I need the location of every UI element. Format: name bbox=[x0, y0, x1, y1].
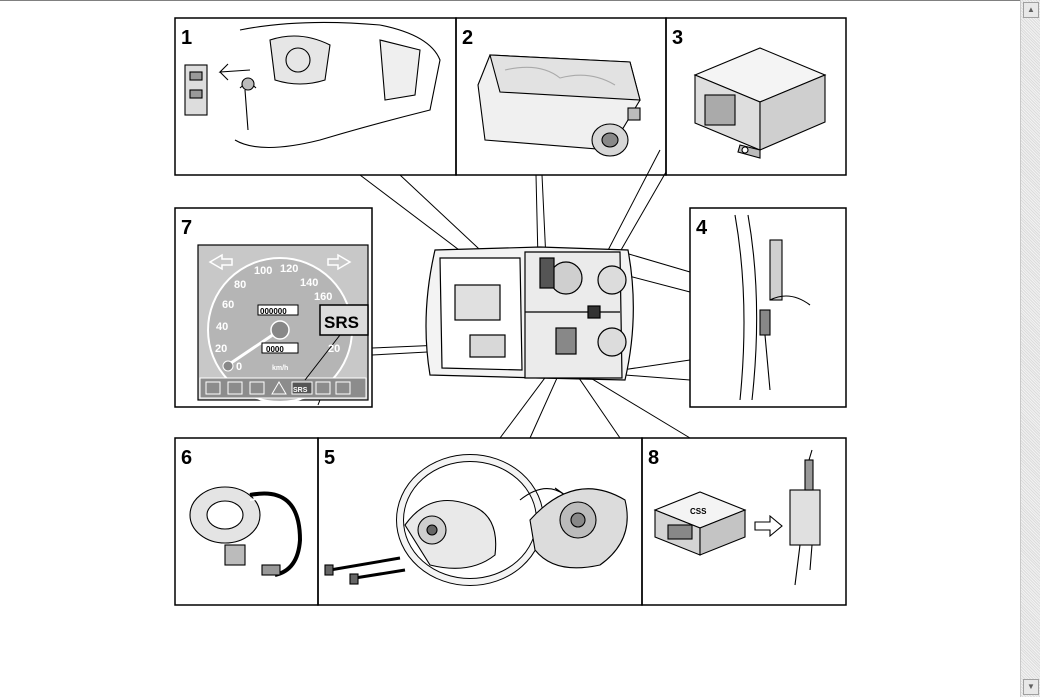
scroll-up-button[interactable]: ▲ bbox=[1023, 2, 1039, 18]
panel-5-number: 5 bbox=[324, 447, 335, 469]
panel-2-number: 2 bbox=[462, 27, 473, 49]
panel-8-frame bbox=[641, 437, 847, 606]
panel-6-number: 6 bbox=[181, 447, 192, 469]
speed-tick-0: 0 bbox=[236, 361, 242, 373]
srs-warning-lamp: SRS bbox=[293, 387, 308, 394]
speed-tick-60: 60 bbox=[222, 299, 234, 311]
panel-6-illustration bbox=[189, 486, 303, 577]
panel-4-frame bbox=[689, 207, 847, 408]
panel-3-illustration bbox=[693, 47, 827, 159]
trip-meter: 0000 bbox=[266, 345, 284, 354]
speed-tick-140: 140 bbox=[300, 277, 318, 289]
panel-4-number: 4 bbox=[696, 217, 708, 239]
panel-5-illustration bbox=[324, 454, 628, 586]
panel-7-frame bbox=[174, 207, 373, 408]
srs-callout-label: SRS bbox=[324, 313, 359, 332]
panel-1-number: 1 bbox=[181, 27, 192, 49]
panel-7-illustration bbox=[197, 244, 369, 403]
panel-3-number: 3 bbox=[672, 27, 683, 49]
speed-tick-40: 40 bbox=[216, 321, 228, 333]
car-top-view bbox=[425, 246, 634, 381]
panel-8-number: 8 bbox=[648, 447, 659, 469]
panel-2-illustration bbox=[477, 54, 641, 157]
speed-tick-20: 20 bbox=[215, 343, 227, 355]
speed-tick-120: 120 bbox=[280, 263, 298, 275]
speed-tick-20-right: 20 bbox=[328, 343, 340, 355]
speed-unit: km/h bbox=[272, 365, 288, 372]
speed-tick-100: 100 bbox=[254, 265, 272, 277]
vertical-scrollbar[interactable]: ▲ ▼ bbox=[1020, 0, 1040, 697]
speed-tick-80: 80 bbox=[234, 279, 246, 291]
speed-tick-160: 160 bbox=[314, 291, 332, 303]
odometer: 000000 bbox=[260, 307, 287, 316]
scroll-down-button[interactable]: ▼ bbox=[1023, 679, 1039, 695]
panel-8-illustration bbox=[653, 449, 821, 586]
panel-1-illustration bbox=[184, 21, 441, 149]
css-unit-label: CSS bbox=[690, 507, 707, 516]
panel-4-illustration bbox=[734, 214, 811, 401]
panel-3-frame bbox=[665, 17, 847, 176]
top-border bbox=[0, 0, 1020, 1]
panel-7-number: 7 bbox=[181, 217, 192, 239]
